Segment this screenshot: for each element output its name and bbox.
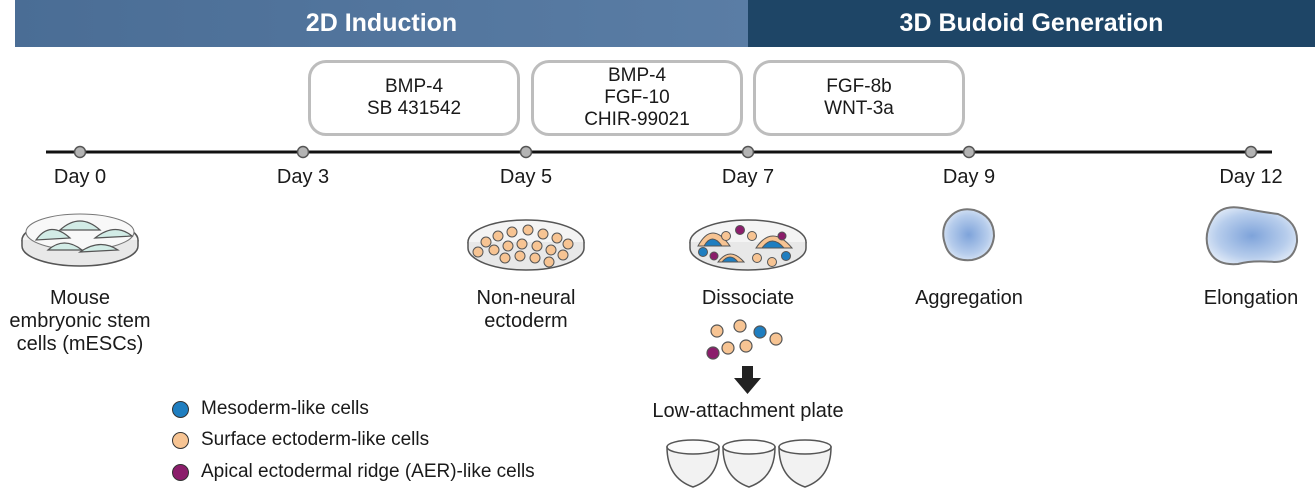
dish-ectoderm-icon <box>467 219 585 271</box>
stage-label-mescs: Mouse embryonic stem cells (mESCs) <box>9 287 150 356</box>
legend-label: Apical ectodermal ridge (AER)-like cells <box>201 461 535 482</box>
elongated-budoid-icon <box>1205 206 1299 266</box>
stage-label-dissociate: Dissociate <box>701 287 795 309</box>
day-label-3: Day 3 <box>276 166 330 188</box>
legend-label: Surface ectoderm-like cells <box>201 429 430 450</box>
stage-line: embryonic stem <box>9 310 151 332</box>
day-label-12: Day 12 <box>1219 166 1283 188</box>
factor-box-day3-5: BMP-4 SB 431542 <box>308 60 520 136</box>
factor-box-day5-7: BMP-4 FGF-10 CHIR-99021 <box>531 60 743 136</box>
stage-label-elongation: Elongation <box>1203 287 1299 309</box>
legend-dot-icon <box>172 400 189 418</box>
stage-line: Mouse <box>49 287 111 309</box>
legend-item-mesoderm: Mesoderm-like cells <box>172 398 369 420</box>
phase-3d-title: 3D Budoid Generation <box>899 9 1164 37</box>
legend-item-surface-ectoderm: Surface ectoderm-like cells <box>172 429 429 451</box>
day-label-9: Day 9 <box>942 166 996 188</box>
factor-line: FGF-10 <box>604 87 670 108</box>
legend-dot-icon <box>172 431 189 449</box>
stage-line: ectoderm <box>484 310 568 332</box>
aggregate-budoid-icon <box>942 208 996 262</box>
phase-2d-title: 2D Induction <box>305 9 458 37</box>
day-label-7: Day 7 <box>721 166 775 188</box>
legend-label: Mesoderm-like cells <box>201 398 369 419</box>
timeline-tick-day7 <box>741 145 755 159</box>
stage-line: cells (mESCs) <box>16 333 144 355</box>
low-attachment-plate-icon <box>666 439 832 488</box>
stage-line: Non-neural <box>476 287 576 309</box>
plate-label: Low-attachment plate <box>652 400 844 422</box>
factor-line: SB 431542 <box>366 98 462 119</box>
factor-line: FGF-8b <box>826 76 892 97</box>
day-label-0: Day 0 <box>53 166 107 188</box>
day-label-5: Day 5 <box>499 166 553 188</box>
dissociated-cells-icon <box>706 319 783 360</box>
stage-label-ectoderm: Non-neural ectoderm <box>477 287 576 333</box>
timeline-tick-day3 <box>296 145 310 159</box>
factor-line: WNT-3a <box>824 98 894 119</box>
down-arrow-icon <box>734 366 761 394</box>
timeline-tick-day5 <box>519 145 533 159</box>
legend-item-aer: Apical ectodermal ridge (AER)-like cells <box>172 461 535 483</box>
dish-mixed-cells-icon <box>689 219 807 271</box>
timeline-tick-day9 <box>962 145 976 159</box>
phase-2d-induction-banner: 2D Induction <box>15 0 748 47</box>
timeline-tick-day0 <box>73 145 87 159</box>
dish-mescs-icon <box>21 213 139 267</box>
factor-box-day7-9: FGF-8b WNT-3a <box>753 60 965 136</box>
factor-line: CHIR-99021 <box>584 109 690 130</box>
factor-line: BMP-4 <box>607 65 667 86</box>
stage-label-aggregation: Aggregation <box>915 287 1023 309</box>
phase-3d-generation-banner: 3D Budoid Generation <box>748 0 1315 47</box>
legend-dot-icon <box>172 463 189 481</box>
timeline-tick-day12 <box>1244 145 1258 159</box>
factor-line: BMP-4 <box>384 76 444 97</box>
